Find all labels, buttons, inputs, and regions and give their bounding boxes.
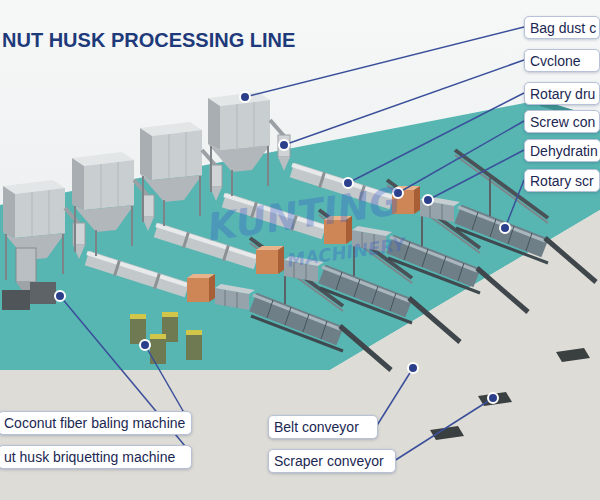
callout-dot — [500, 223, 510, 233]
callout-label: Dehydratin — [525, 143, 598, 159]
callout-label: Rotary dru — [525, 86, 595, 102]
callout-dot — [55, 291, 65, 301]
callout-label: Rotary scr — [525, 173, 594, 189]
callout-label: Bag dust c — [525, 20, 596, 36]
callout-dot — [423, 195, 433, 205]
callout-label: Cvclone — [525, 53, 581, 69]
callout-dot — [279, 140, 289, 150]
baling-cap — [130, 314, 146, 319]
callout-box: Rotary scr — [524, 169, 600, 192]
machine-row — [72, 152, 460, 342]
callout-label: ut husk briquetting machine — [0, 449, 175, 465]
callout-box: Belt conveyor — [268, 415, 378, 439]
callout-box: Bag dust c — [524, 16, 600, 39]
baling-machine — [150, 338, 166, 364]
callout-box: Dehydratin — [524, 139, 600, 162]
callout-box: Coconut fiber baling machine — [0, 411, 192, 435]
baling-cap — [186, 330, 202, 335]
callout-box: Rotary dru — [524, 82, 600, 105]
callout-dot — [408, 363, 418, 373]
callout-dot — [140, 340, 150, 350]
leader-line — [505, 180, 524, 228]
leader-line — [428, 150, 524, 200]
callout-label: Coconut fiber baling machine — [0, 415, 185, 431]
callout-label: Screw con — [525, 114, 595, 130]
callout-dot — [488, 393, 498, 403]
leader-line — [348, 93, 524, 183]
callout-label: Scraper conveyor — [269, 453, 384, 469]
callout-box: ut husk briquetting machine — [0, 445, 192, 469]
callout-box: Screw con — [524, 110, 600, 133]
leader-line — [394, 398, 493, 461]
briquetting-machine — [2, 290, 30, 310]
diagram-title: NUT HUSK PROCESSING LINE — [2, 28, 295, 52]
baling-cap — [162, 312, 178, 317]
leader-line — [376, 368, 413, 427]
leader-line — [284, 60, 524, 145]
callout-dot — [240, 92, 250, 102]
baling-machine — [186, 334, 202, 360]
silo — [16, 248, 36, 282]
callout-box: Scraper conveyor — [268, 449, 396, 473]
briquetting-machine — [30, 282, 56, 304]
callout-label: Belt conveyor — [269, 419, 359, 435]
floor-pit — [556, 348, 590, 362]
machine-row — [208, 92, 596, 282]
baling-cap — [150, 334, 166, 339]
callout-box: Cvclone — [524, 49, 600, 72]
